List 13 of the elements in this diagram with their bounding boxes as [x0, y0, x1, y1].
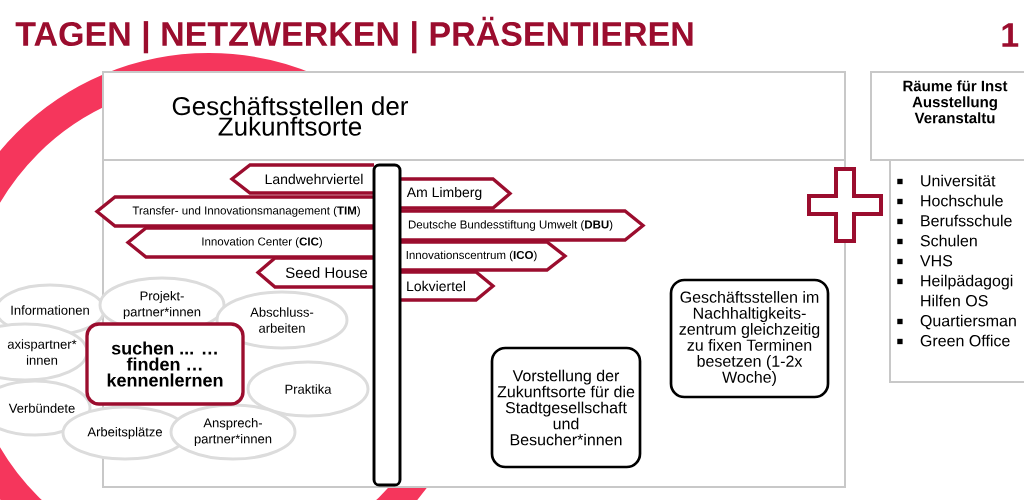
- list-box: Universität Hochschule Berufsschule Schulen VHS Heilpädagogi Hilfen OS Quartiersman Green Office: [889, 159, 1024, 383]
- direction-sign: Landwehrviertel: [229, 163, 376, 195]
- direction-sign: Am Limberg: [398, 177, 513, 210]
- header-box: Geschäftsstellen der Zukunftsorte: [102, 71, 846, 161]
- direction-sign: Transfer- und Innovationsmanagement (TIM): [94, 195, 376, 228]
- title: TAGEN | NETZWERKEN | PRÄSENTIEREN: [15, 16, 693, 54]
- note-box: Vorstellung der Zukunftsorte für die Stadtgesellschaft und Besucher*innen: [490, 346, 642, 469]
- direction-sign: Seed House: [255, 256, 376, 289]
- note-box: Geschäftsstellen im Nachhaltigkeits- zentrum gleichzeitig zu fixen Terminen besetzen (1-2x Woche): [669, 278, 830, 399]
- heading-box: Räume für Inst Ausstellung Veranstaltu: [870, 71, 1024, 161]
- direction-sign: Innovationscentrum (ICO): [398, 240, 568, 272]
- direction-sign: Lokviertel: [398, 270, 496, 302]
- node-label: Ansprech- partner*innen: [194, 417, 272, 447]
